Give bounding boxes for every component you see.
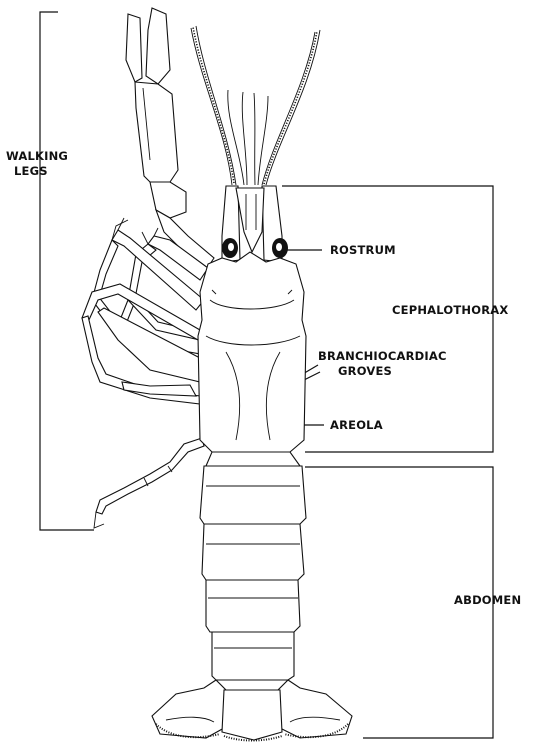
rostrum-label: ROSTRUM: [330, 243, 396, 257]
cephalothorax-label: CEPHALOTHORAX: [392, 303, 508, 317]
branchiocardiac-label-line1: BRANCHIOCARDIAC: [318, 349, 447, 363]
left-eye: [222, 238, 238, 258]
branchiocardiac-label-line2: GROVES: [338, 364, 392, 378]
abdomen: [200, 452, 306, 680]
walking-legs-label-line1: WALKING: [6, 149, 68, 163]
cephalothorax-bracket: [282, 186, 493, 452]
areola-label: AREOLA: [330, 418, 383, 432]
tail-fan: [152, 680, 352, 741]
abdomen-label: ABDOMEN: [454, 593, 521, 607]
walking-legs: [82, 218, 208, 528]
cephalothorax: [198, 186, 306, 452]
walking-legs-bracket: [40, 12, 94, 530]
antennae: [191, 26, 320, 185]
walking-legs-label-line2: LEGS: [14, 164, 48, 178]
right-eye: [272, 238, 288, 258]
